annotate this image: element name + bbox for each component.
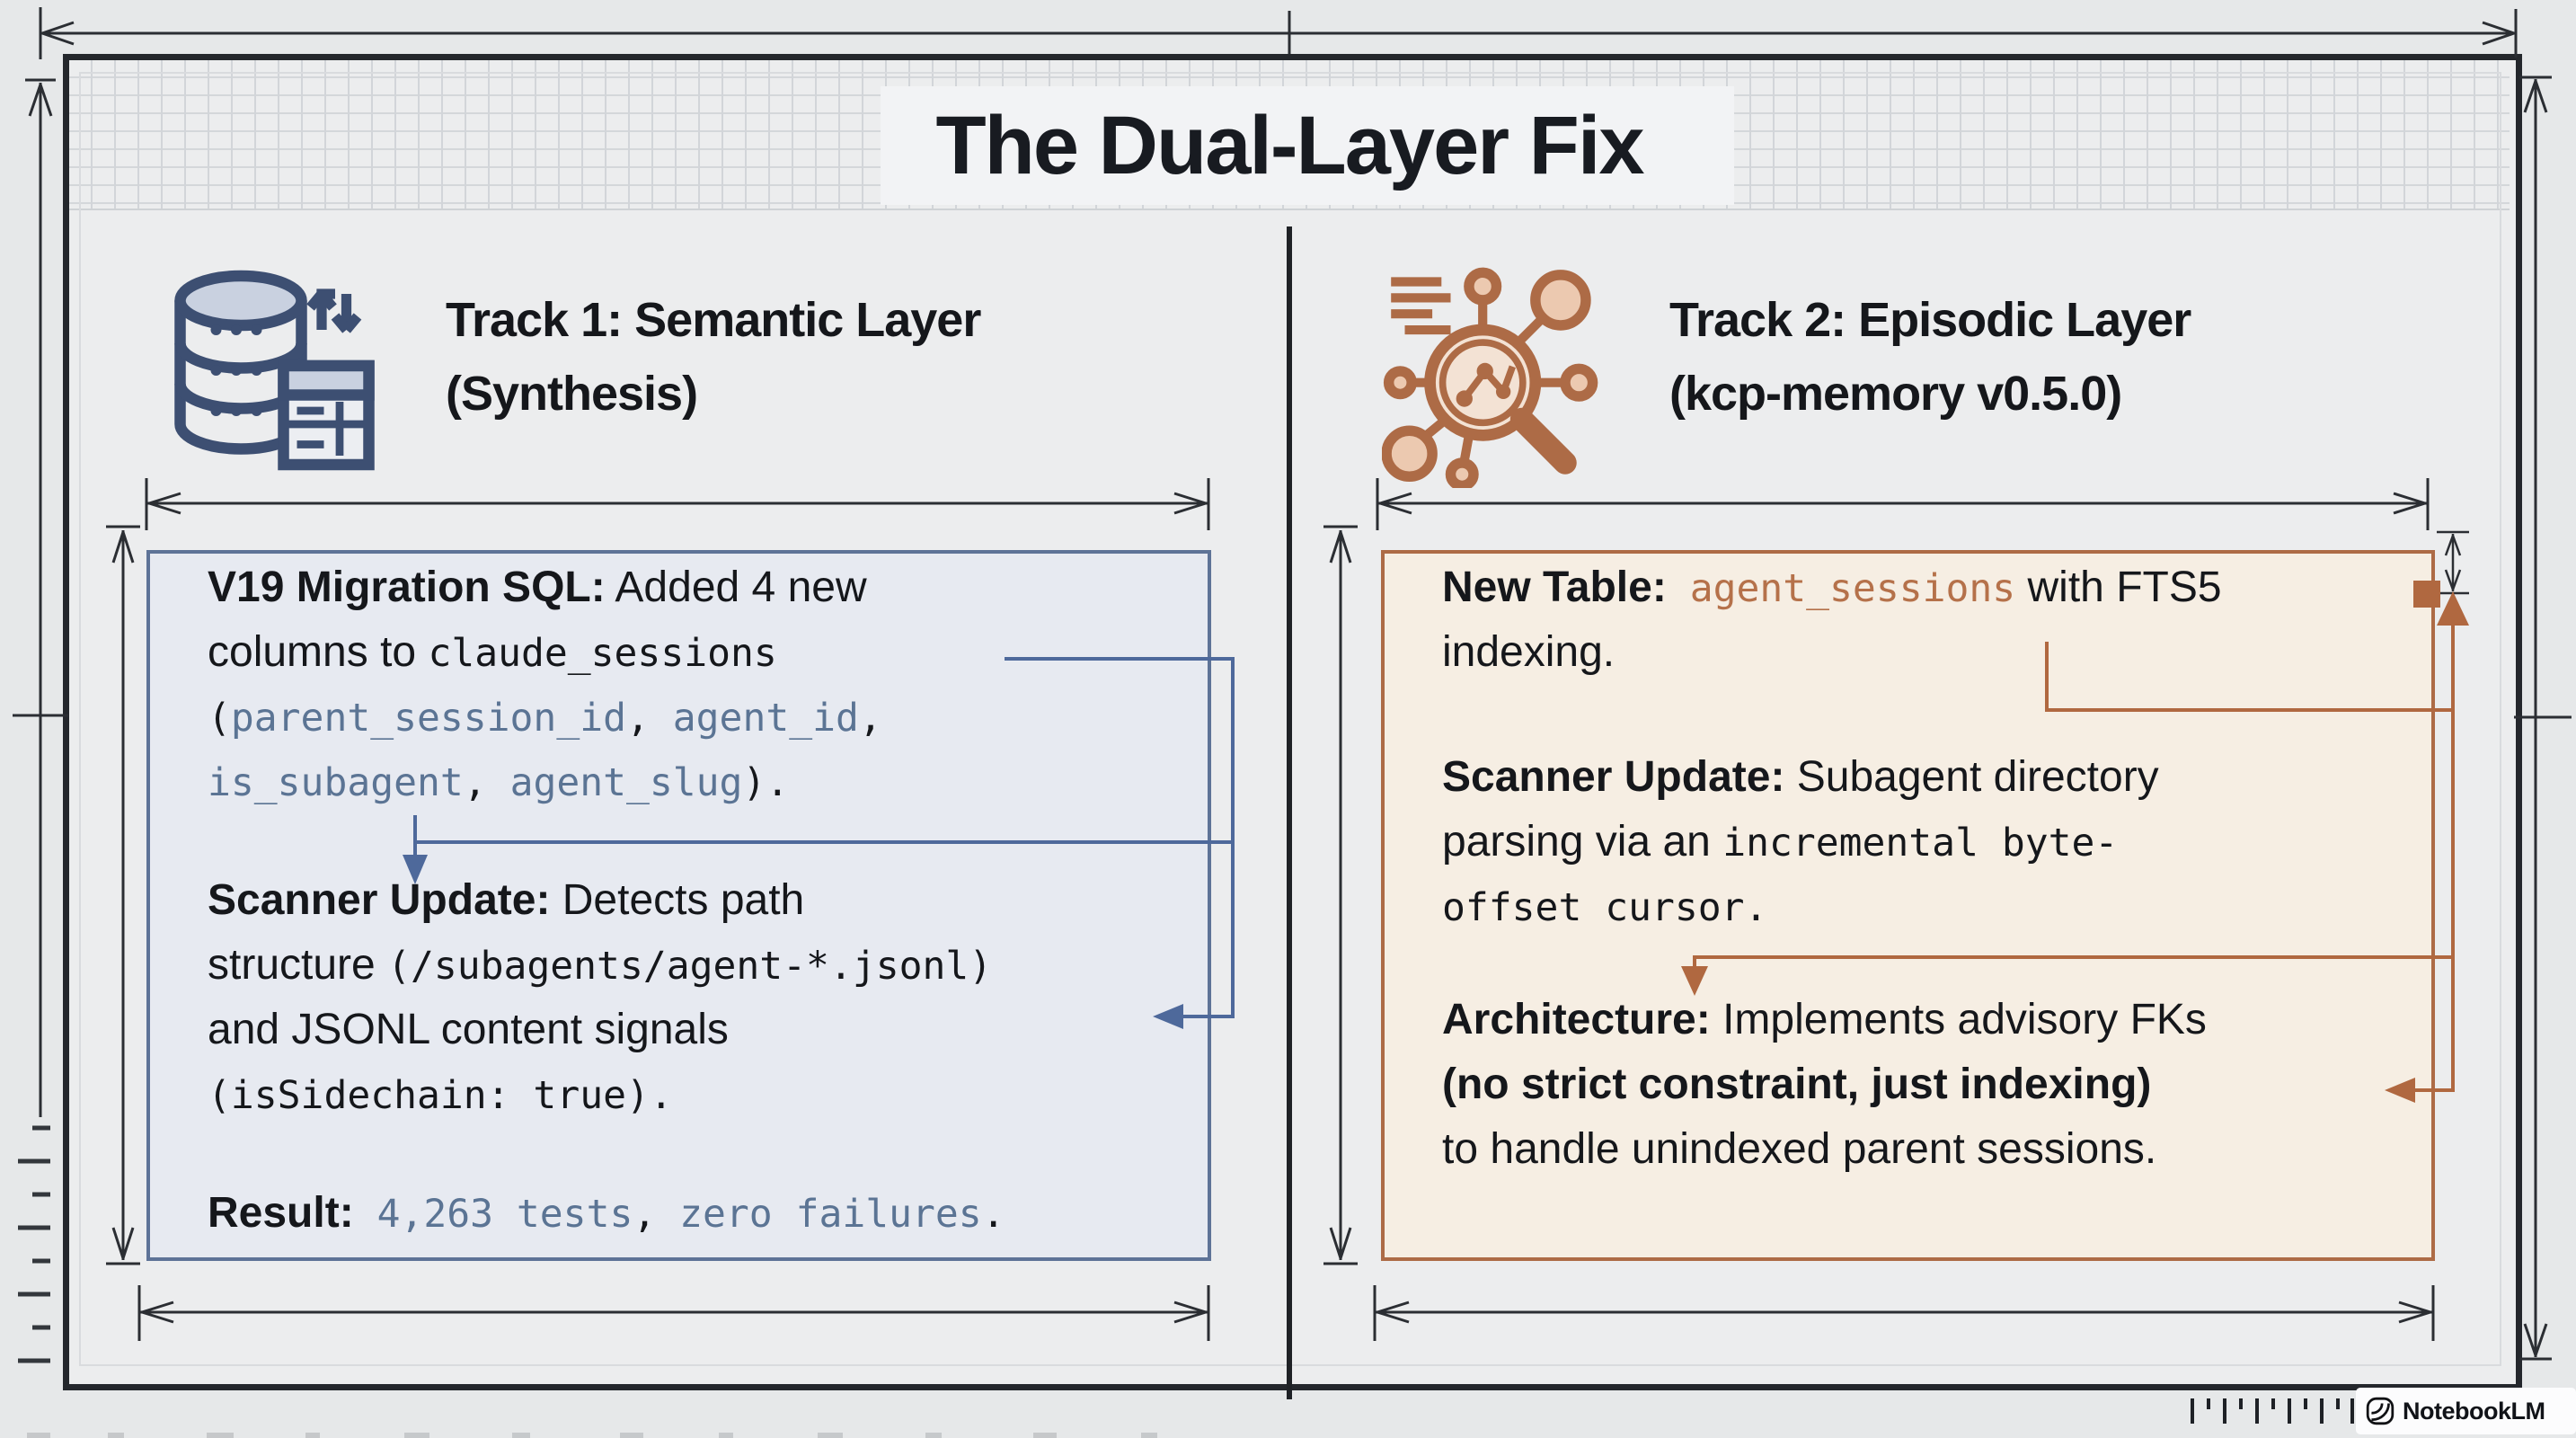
track2-card: New Table: agent_sessions with FTS5 inde… [1381,550,2435,1261]
track2-connector-lines [1693,600,2455,1092]
track1-connector-arrows [403,855,1183,1029]
watermark-brand-text: NotebookLM [2403,1397,2545,1425]
database-sync-icon [174,270,375,471]
notebooklm-watermark: NotebookLM [2356,1388,2576,1434]
title-background-chip [881,86,1734,205]
dimension-lines [13,7,2572,1361]
track2-heading: Track 2: Episodic Layer(kcp-memory v0.5.… [1669,293,2191,421]
notebooklm-logo-icon [2366,1397,2395,1425]
bottom-edge-marks [27,1433,1157,1438]
network-magnifier-icon [1382,267,1598,488]
fts5-marker-square [2413,581,2440,608]
track1-heading: Track 1: Semantic Layer(Synthesis) [446,293,981,421]
page-title: The Dual-Layer Fix [935,100,1644,191]
track2-connector-arrows [1681,581,2469,1103]
bottom-ruler [2191,1398,2354,1424]
track1-connector-lines [413,657,1235,1018]
track1-card: V19 Migration SQL: Added 4 new columns t… [146,550,1211,1261]
left-ruler [18,1125,50,1363]
